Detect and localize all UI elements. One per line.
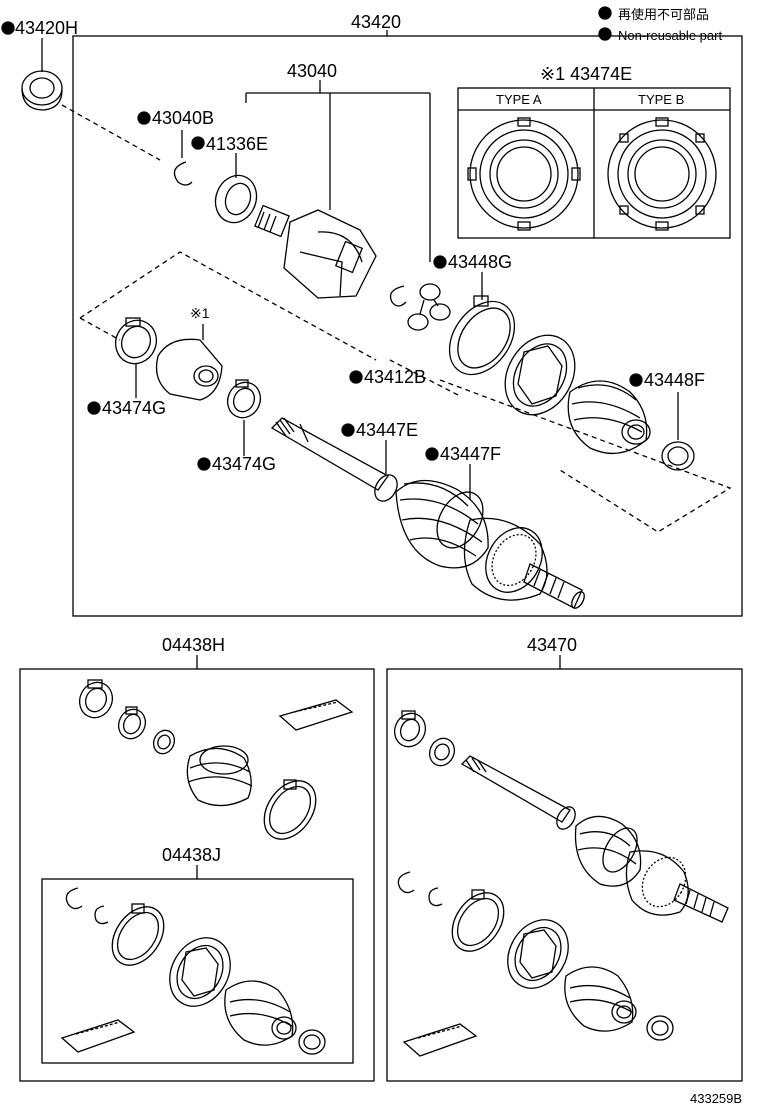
- type-b-label: TYPE B: [638, 92, 684, 107]
- label-41336E: 41336E: [206, 134, 268, 154]
- dust-cover-43474E: [155, 338, 223, 401]
- label-43420H: 43420H: [15, 18, 78, 38]
- label-43040B: 43040B: [152, 108, 214, 128]
- kit-h-clamp-large: [78, 679, 114, 719]
- kit-j-clamp-small: [298, 1029, 326, 1055]
- r-hex-boot: [507, 919, 569, 989]
- inboard-joint-housing: [254, 204, 377, 299]
- dot-43474G-b: [197, 457, 211, 471]
- dot-43448G: [433, 255, 447, 269]
- bearing-43420H: [21, 70, 63, 111]
- outboard-joint-assembly: [395, 479, 585, 609]
- kit-j-hex-boot: [169, 937, 231, 1007]
- snap-ring-43412B: [389, 285, 407, 307]
- kit-h-clamp-boot: [263, 779, 317, 840]
- label-43420: 43420: [351, 12, 401, 32]
- r-clamp-small-boot: [646, 1015, 674, 1041]
- kit-h-boot: [186, 745, 253, 807]
- label-43412B: 43412B: [364, 367, 426, 387]
- label-43447F: 43447F: [440, 444, 501, 464]
- dot-41336E: [191, 136, 205, 150]
- r-clamp-small: [428, 737, 456, 767]
- dot-43447E: [341, 423, 355, 437]
- inboard-boot: [567, 380, 651, 455]
- ref1-mark: ※1: [190, 305, 210, 321]
- boot-kit-outline: [79, 251, 732, 533]
- ring-41336E: [214, 174, 258, 224]
- dot-43447F: [425, 447, 439, 461]
- drive-shaft: [270, 417, 398, 502]
- r-drive-shaft: [460, 755, 729, 923]
- dot-43040B: [137, 111, 151, 125]
- inboard-boot-hex: [504, 334, 576, 416]
- label-43474G-a: 43474G: [102, 398, 166, 418]
- dot-43474G-a: [87, 401, 101, 415]
- label-43474G-b: 43474G: [212, 454, 276, 474]
- legend-dot-jp: [598, 6, 612, 20]
- label-43040: 43040: [287, 61, 337, 81]
- kit-04438J-box: [41, 878, 354, 1064]
- r-clamp-boot: [451, 889, 505, 952]
- label-43448F: 43448F: [644, 370, 705, 390]
- kit-j-boot: [224, 980, 297, 1046]
- kit-j-grease-packet: [60, 1019, 136, 1053]
- type-b-joint: [607, 117, 717, 231]
- figure-id: 433259B: [690, 1091, 742, 1106]
- dot-43448F: [629, 373, 643, 387]
- label-43470: 43470: [527, 635, 577, 655]
- boot-clamp-43448G: [448, 295, 516, 376]
- kit-j-snap-ring-a: [65, 887, 83, 910]
- r-clamp-large: [393, 710, 427, 748]
- kit-h-clamp-medium: [117, 706, 147, 740]
- assembly-43470-box: [386, 668, 743, 1082]
- main-assembly-box: [72, 35, 743, 617]
- kit-j-snap-ring-b: [94, 905, 109, 925]
- kit-j-clamp: [111, 903, 165, 966]
- r-boot: [564, 966, 637, 1032]
- label-43448G: 43448G: [448, 252, 512, 272]
- r-grease-packet: [402, 1023, 478, 1057]
- type-a-label: TYPE A: [496, 92, 542, 107]
- legend-dot-en: [598, 27, 612, 41]
- label-43474E: ※1 43474E: [540, 64, 632, 84]
- dot-43412B: [349, 370, 363, 384]
- type-a-joint: [467, 117, 581, 231]
- r-snap-ring-b: [428, 887, 443, 907]
- snap-ring-43040B: [173, 161, 193, 186]
- legend-jp: 再使用不可部品: [618, 7, 709, 22]
- label-43447E: 43447E: [356, 420, 418, 440]
- kit-h-clamp-small: [152, 729, 176, 755]
- label-04438H: 04438H: [162, 635, 225, 655]
- tripod-spider: [407, 283, 451, 331]
- boot-clamp-43448F: [661, 441, 695, 471]
- label-04438J: 04438J: [162, 845, 221, 865]
- clamp-43474G-large: [114, 317, 158, 365]
- dot-43420H: [1, 21, 15, 35]
- r-snap-ring-a: [397, 871, 415, 894]
- kit-h-grease-packet: [278, 699, 354, 731]
- clamp-43474G-small: [226, 379, 262, 419]
